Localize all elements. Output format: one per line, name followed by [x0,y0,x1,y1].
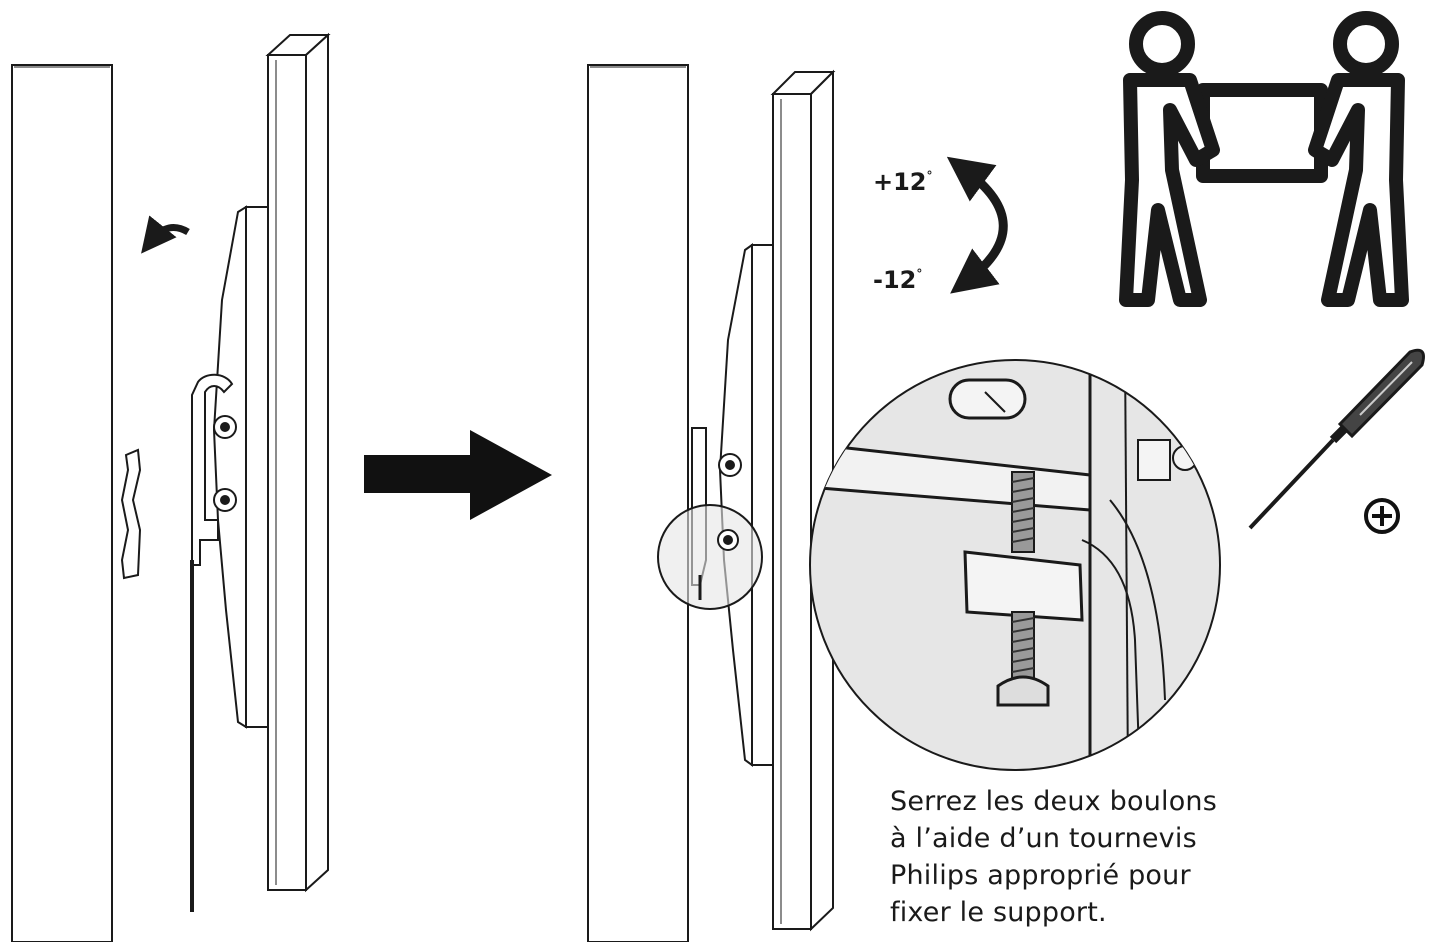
bolt-thread [1011,477,1035,543]
instruction-line-1: Serrez les deux boulons [890,786,1218,817]
tilt-down-label: -12° [873,266,922,294]
tv-panel-right [770,69,836,932]
hook-direction-arrow-icon [141,215,190,254]
tilt-indicator: +12° -12° [873,156,1008,294]
instruction-line-3: Philips approprié pour [890,860,1191,891]
step-1-hooking [11,32,331,942]
instruction-line-2: à l’aide d’un tournevis [890,823,1197,854]
two-person-lift-icon [1119,11,1409,307]
tilt-arrow-icon [946,156,1008,294]
phillips-symbol [1364,498,1400,534]
hanger-arm-left [191,373,237,566]
tilt-up-label: +12° [873,168,933,196]
wall-right [587,64,689,942]
instruction-text: Serrez les deux boulons à l’aide d’un to… [890,783,1310,931]
tv-plate-right [718,243,774,767]
tv-plate-left [212,205,269,729]
step-2-mounted [587,64,836,942]
wall-left [11,64,113,942]
next-step-arrow-icon [364,430,552,520]
detail-zoom-circle [657,504,763,610]
tv-panel-left [265,32,331,893]
instruction-line-4: fixer le support. [890,897,1107,928]
wall-bracket-left [120,448,142,580]
magnified-bolt-detail [809,359,1221,771]
screwdriver-icon [1248,348,1425,530]
